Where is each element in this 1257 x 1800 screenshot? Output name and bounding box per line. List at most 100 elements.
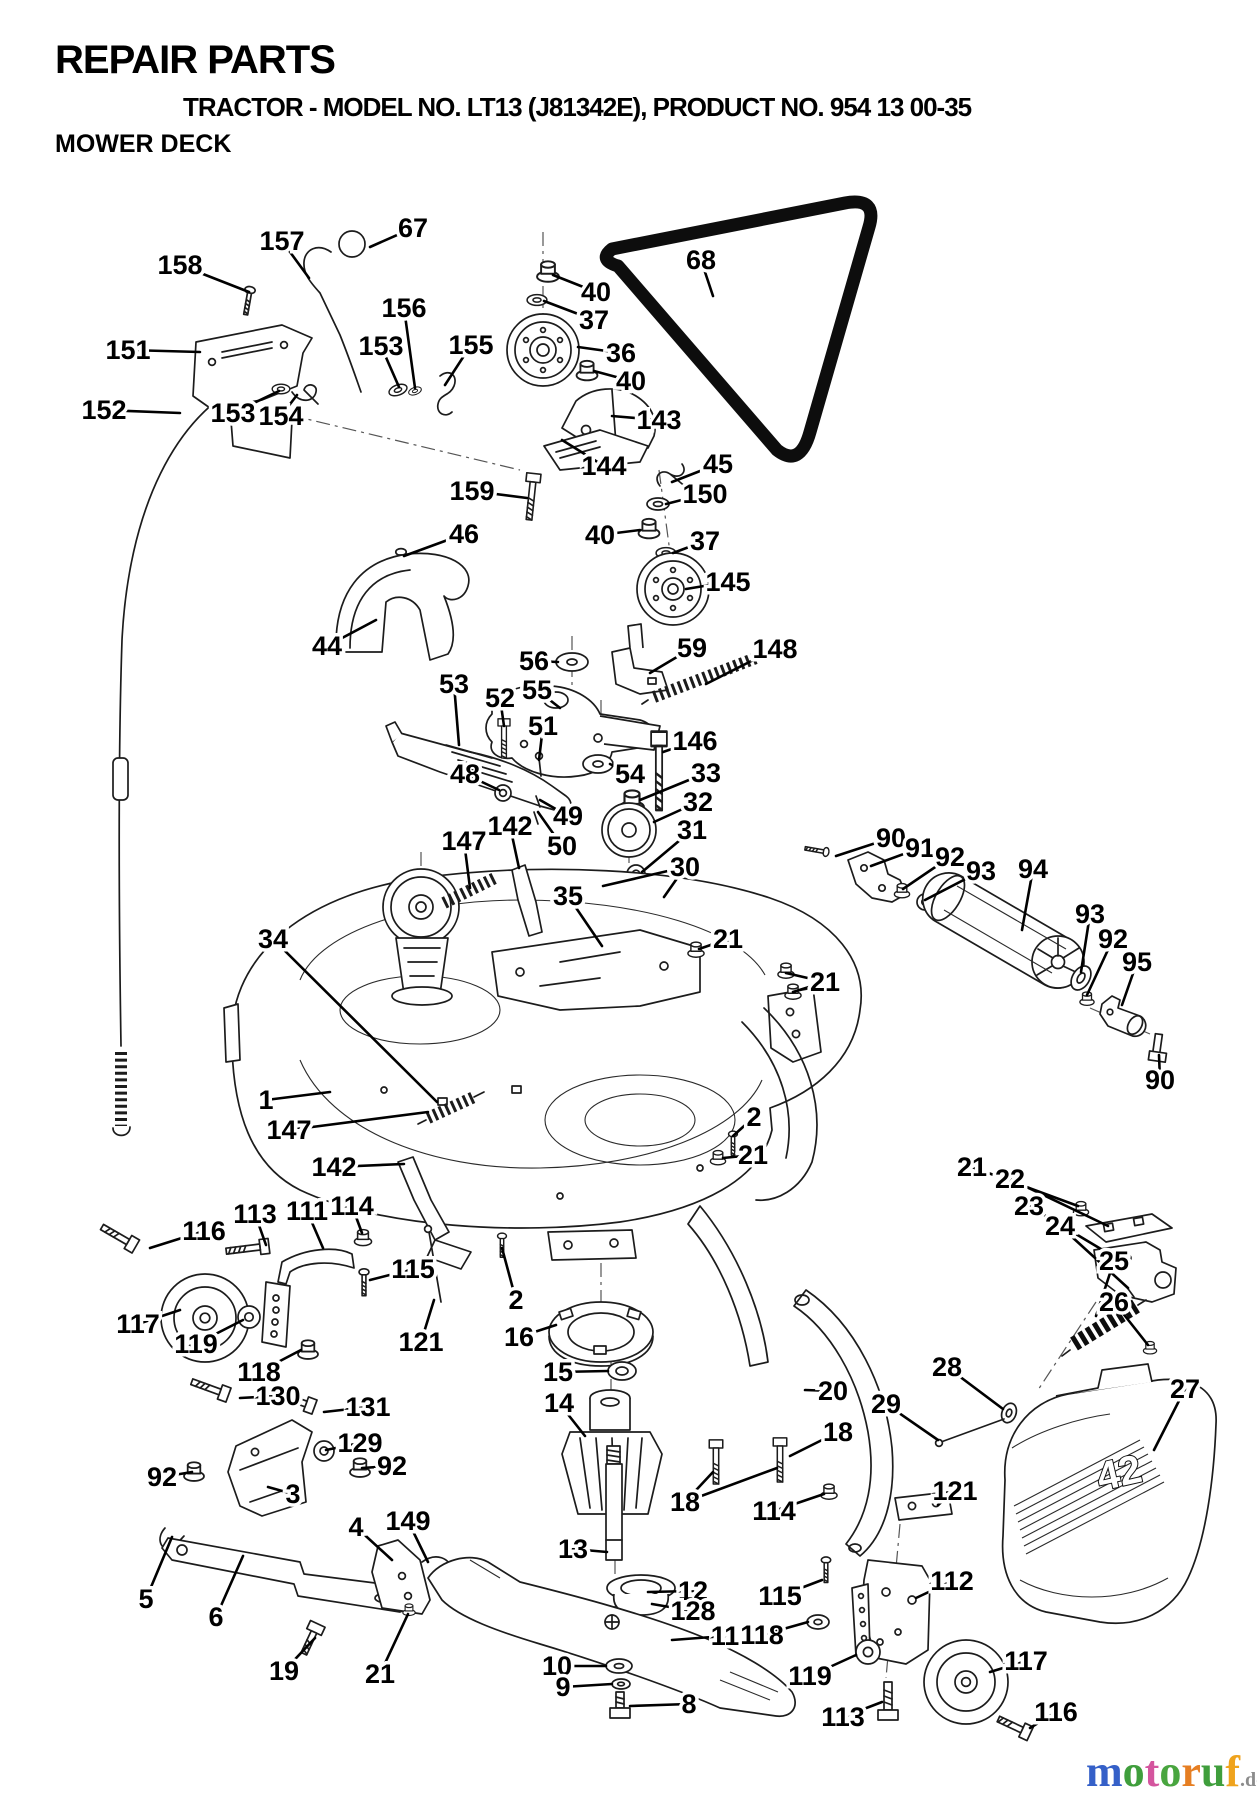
leader-line: [402, 306, 417, 390]
part-number-label: 153: [358, 331, 403, 361]
part-number-label: 18: [670, 1487, 700, 1517]
leader-line: [557, 1401, 587, 1438]
knob-67: [338, 230, 366, 258]
leader-line: [684, 580, 730, 591]
bolt-90b: [1147, 1032, 1168, 1064]
leader-line: [537, 724, 545, 762]
part-number-label: 121: [932, 1476, 977, 1506]
part-number-label: 143: [636, 405, 681, 435]
cover-ribs: [1013, 1439, 1165, 1555]
part-number-label: 24: [1045, 1211, 1075, 1241]
watermark-letter: o: [1122, 1747, 1145, 1796]
watermark-letter: u: [1200, 1747, 1226, 1796]
leader-line: [102, 408, 182, 415]
watermark-logo: motoruf.de: [1086, 1746, 1257, 1797]
leader-line: [988, 1659, 1028, 1674]
leader-line: [1157, 1053, 1162, 1082]
pulley-36: [506, 313, 580, 387]
part-number-label: 116: [1034, 1697, 1078, 1727]
section-label: MOWER DECK: [55, 130, 232, 158]
part-number-label: 145: [705, 567, 750, 597]
page-title: REPAIR PARTS: [55, 38, 336, 82]
leader-line: [350, 1204, 364, 1235]
leader-line: [194, 1318, 245, 1346]
part-number-label: 14: [544, 1388, 574, 1418]
leader-line: [536, 810, 564, 848]
cable-152: [118, 372, 269, 1047]
bolt-113a: [225, 1237, 271, 1256]
leader-line: [264, 1090, 332, 1102]
leader-line: [721, 1153, 755, 1160]
leader-line: [332, 1162, 406, 1169]
leader-line: [699, 258, 715, 298]
part-number-label: 44: [312, 631, 342, 661]
plate-144: [543, 429, 649, 471]
watermark-letter: m: [1086, 1747, 1123, 1796]
leader-line: [803, 1388, 835, 1393]
leader-line: [136, 1308, 182, 1326]
leader-line: [661, 739, 697, 754]
part-number-label: 31: [677, 815, 707, 845]
part-number-label: 119: [174, 1329, 218, 1359]
leader-line: [538, 798, 570, 818]
deflector-arm-20: [793, 1289, 894, 1557]
leader-line: [443, 343, 473, 387]
leader-line: [238, 1394, 280, 1400]
leader-line: [1027, 1204, 1118, 1260]
part-number-label: 52: [485, 683, 515, 713]
part-number-label: 94: [1018, 854, 1048, 884]
part-number-label: 130: [255, 1381, 300, 1411]
part-number-label: 59: [677, 633, 707, 663]
idler-assembly: [335, 260, 710, 661]
arm-111: [261, 1248, 355, 1348]
part-number-label: 36: [606, 338, 636, 368]
part-number-label: 93: [966, 856, 996, 886]
part-number-label: 159: [449, 476, 494, 506]
part-number-label: 46: [449, 519, 479, 549]
part-number-label: 15: [543, 1357, 573, 1387]
pulley-32: [601, 802, 657, 858]
leader-line: [598, 528, 642, 537]
part-number-label: 23: [1014, 1191, 1044, 1221]
part-number-label: 2: [508, 1285, 523, 1315]
leader-line: [556, 1369, 610, 1374]
leader-line: [378, 1612, 410, 1676]
bolt-146: [649, 730, 669, 812]
part-number-label: 111: [286, 1196, 328, 1226]
brake-plate-55: [485, 684, 661, 778]
screw-90: [803, 843, 831, 858]
part-number-label: 12: [678, 1576, 708, 1606]
part-number-label: 55: [522, 675, 552, 705]
leader-line: [144, 1535, 174, 1601]
leader-line: [354, 1525, 394, 1562]
leader-line: [560, 438, 606, 468]
part-number-label: 146: [672, 726, 717, 756]
leader-line: [683, 1466, 779, 1504]
leader-line: [253, 1212, 268, 1247]
leader-line: [463, 772, 501, 792]
part-number-label: 93: [1075, 899, 1105, 929]
bracket-3: [227, 1419, 313, 1517]
leader-line: [610, 414, 661, 422]
hook-155: [436, 371, 456, 416]
leader-line: [368, 1267, 415, 1282]
part-number-label: 90: [876, 823, 906, 853]
pin-50: [533, 811, 539, 825]
mandrel-cover-44: [335, 552, 470, 661]
bolt-130: [189, 1378, 232, 1403]
leader-line: [638, 771, 708, 802]
part-number-label: 113: [821, 1702, 865, 1732]
part-number-label: 128: [670, 1596, 715, 1626]
part-number-label: 48: [450, 759, 480, 789]
model-line: TRACTOR - MODEL NO. LT13 (J81342E), PROD…: [183, 92, 972, 122]
leader-line: [535, 688, 562, 710]
part-number-label: 118: [740, 1620, 784, 1650]
lever-157: [303, 246, 362, 393]
leader-line: [1152, 1387, 1187, 1452]
cable-fitting: [112, 757, 129, 801]
leader-line: [257, 1348, 303, 1374]
wheel-117b: [923, 1639, 1009, 1725]
blade-11: [427, 1556, 796, 1717]
leader-line: [697, 937, 730, 951]
